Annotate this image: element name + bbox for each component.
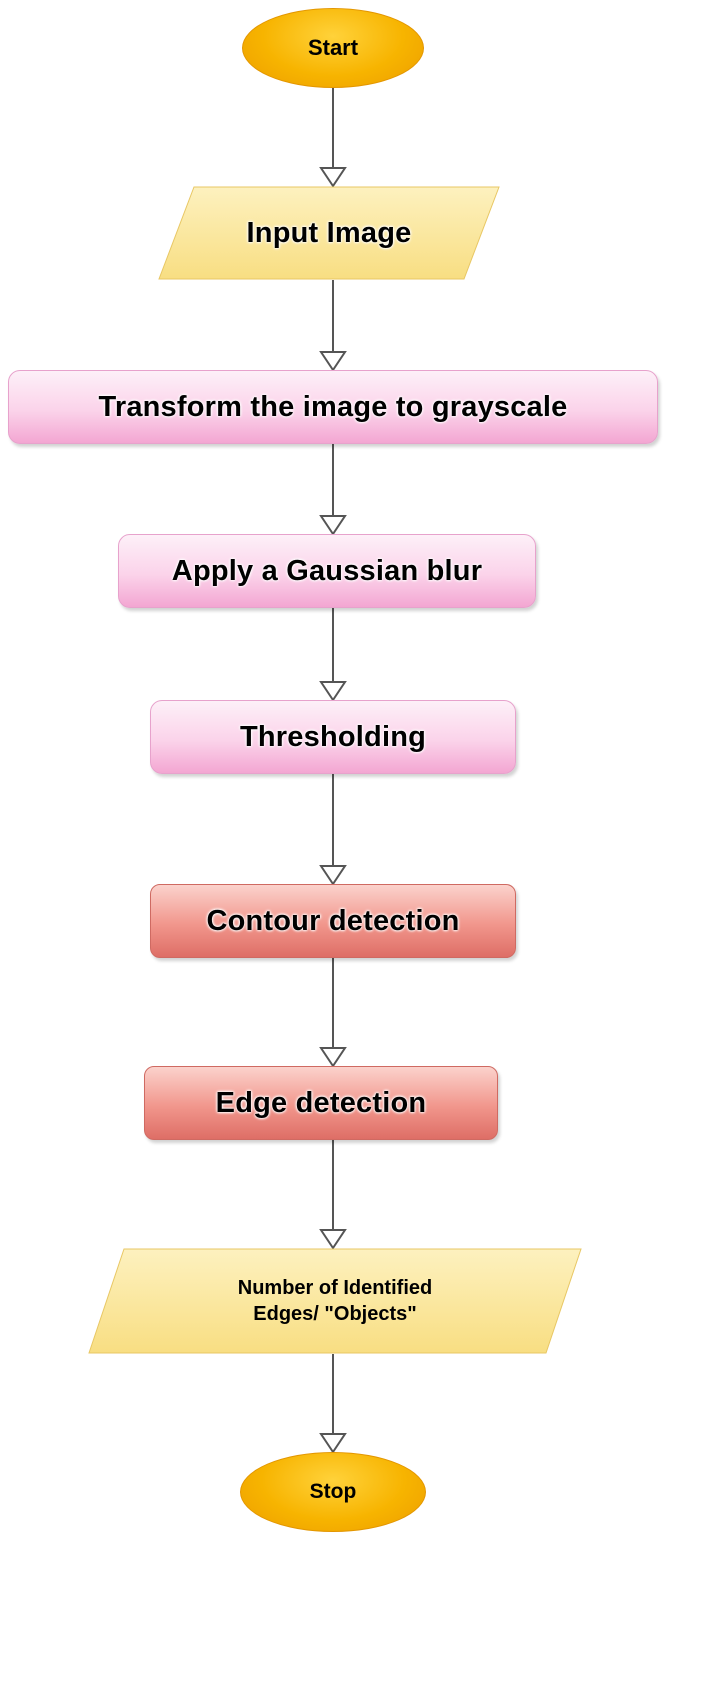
arrowhead-output-to-stop [319,1433,347,1454]
thresholding-label: Thresholding [239,720,427,753]
output-label-line2: Edges/ "Objects" [253,1303,417,1325]
arrowhead-start-to-input [319,167,347,188]
thresholding-process: Thresholding [150,700,516,774]
input-image-label: Input Image [246,216,412,249]
arrowhead-threshold-to-contour [319,865,347,886]
arrowhead-edge-to-output [319,1229,347,1250]
output-node: Number of Identified Edges/ "Objects" [88,1248,582,1354]
gaussian-blur-process: Apply a Gaussian blur [118,534,536,608]
gaussian-blur-label: Apply a Gaussian blur [171,554,483,587]
output-label-line1: Number of Identified [237,1277,433,1299]
edge-detection-label: Edge detection [215,1086,427,1119]
grayscale-label: Transform the image to grayscale [98,390,568,423]
start-terminal: Start [242,8,424,88]
output-shape [88,1248,582,1354]
arrowhead-contour-to-edge [319,1047,347,1068]
arrowhead-blur-to-threshold [319,681,347,702]
start-label: Start [307,35,359,60]
input-image-node: Input Image [158,186,500,280]
grayscale-process: Transform the image to grayscale [8,370,658,444]
arrowhead-grayscale-to-blur [319,515,347,536]
contour-detection-process: Contour detection [150,884,516,958]
input-image-shape [158,186,500,280]
output-label: Number of Identified Edges/ "Objects" [88,1248,582,1354]
contour-detection-label: Contour detection [206,904,460,937]
stop-terminal: Stop [240,1452,426,1532]
stop-label: Stop [309,1480,357,1503]
edge-detection-process: Edge detection [144,1066,498,1140]
arrowhead-input-to-grayscale [319,351,347,372]
